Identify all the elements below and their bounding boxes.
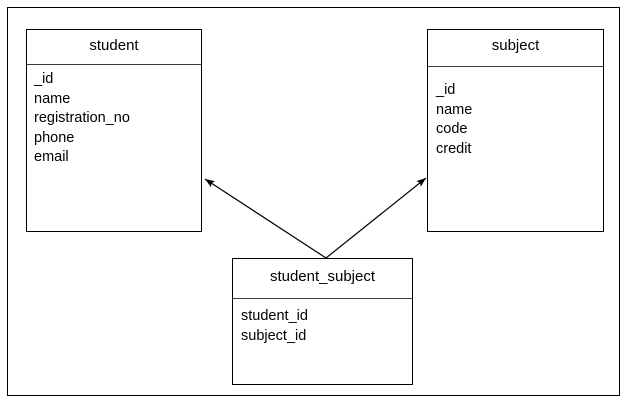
attribute-row: registration_no: [34, 110, 130, 126]
entity-student-divider: [27, 64, 201, 65]
entity-student-subject[interactable]: student_subject student_id subject_id: [232, 258, 413, 385]
attribute-row: code: [436, 121, 468, 137]
entity-student[interactable]: student _id name registration_no phone e…: [26, 29, 202, 232]
entity-student-title: student: [89, 37, 139, 54]
entity-student-subject-title: student_subject: [269, 268, 376, 285]
attribute-row: name: [34, 90, 71, 107]
attribute-row: credit: [436, 140, 472, 157]
entity-subject[interactable]: subject _id name code credit: [427, 29, 604, 232]
entity-student-subject-attributes: student_id subject_id: [241, 307, 308, 346]
attribute-row: email: [34, 149, 69, 165]
entity-subject-title: subject: [491, 37, 540, 54]
attribute-row: student_id: [241, 308, 308, 324]
attribute-row: _id: [34, 71, 54, 87]
entity-subject-divider: [428, 66, 603, 67]
entity-subject-attributes: _id name code credit: [436, 81, 472, 159]
attribute-row: name: [436, 101, 473, 118]
attribute-row: phone: [34, 129, 75, 146]
attribute-row: _id: [436, 82, 456, 98]
attribute-row: subject_id: [241, 327, 307, 344]
entity-student-subject-divider: [233, 298, 412, 299]
entity-student-attributes: _id name registration_no phone email: [34, 70, 130, 168]
